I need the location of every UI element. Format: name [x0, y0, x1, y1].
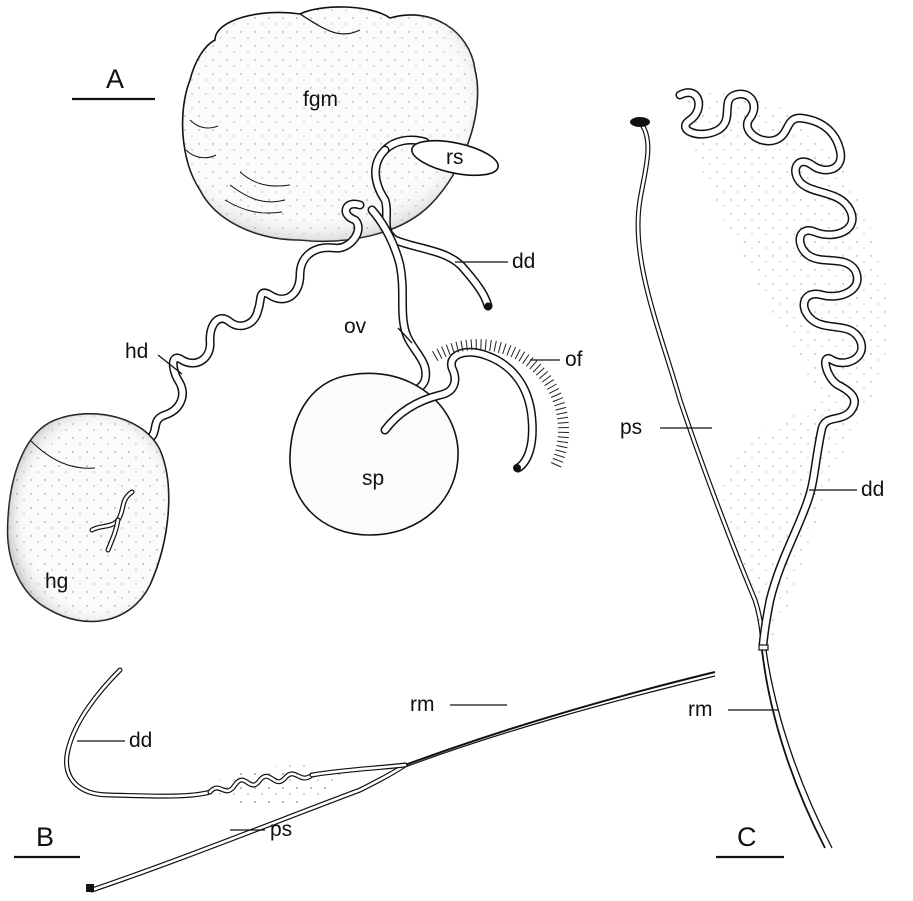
label-dd-b: dd — [129, 729, 152, 752]
deferent-duct-b — [67, 670, 405, 806]
panel-c: C ps dd rm — [620, 89, 888, 857]
retractor-muscle-b — [405, 672, 715, 767]
label-hd: hd — [125, 340, 148, 363]
hermaphroditic-gland — [8, 414, 169, 622]
label-rm-c: rm — [688, 698, 713, 721]
label-rs: rs — [446, 146, 464, 169]
panel-a: A fgm rs dd — [8, 7, 583, 621]
panel-b: B rm dd ps — [14, 670, 715, 892]
label-ps-b: ps — [270, 818, 292, 841]
panel-label-c: C — [737, 822, 757, 852]
label-dd-c: dd — [861, 478, 884, 501]
female-gland-mass — [183, 7, 478, 241]
label-fgm: fgm — [303, 88, 338, 111]
panel-label-a: A — [106, 64, 124, 94]
label-ov: ov — [344, 315, 367, 338]
label-sp: sp — [362, 467, 384, 490]
retractor-muscle-c — [759, 645, 832, 848]
label-ps-c: ps — [620, 416, 642, 439]
label-dd-a: dd — [512, 250, 535, 273]
panel-label-b: B — [36, 822, 54, 852]
label-rm-b: rm — [410, 693, 435, 716]
label-of: of — [565, 348, 583, 371]
deferent-duct-c — [680, 89, 888, 648]
label-hg: hg — [45, 570, 68, 593]
